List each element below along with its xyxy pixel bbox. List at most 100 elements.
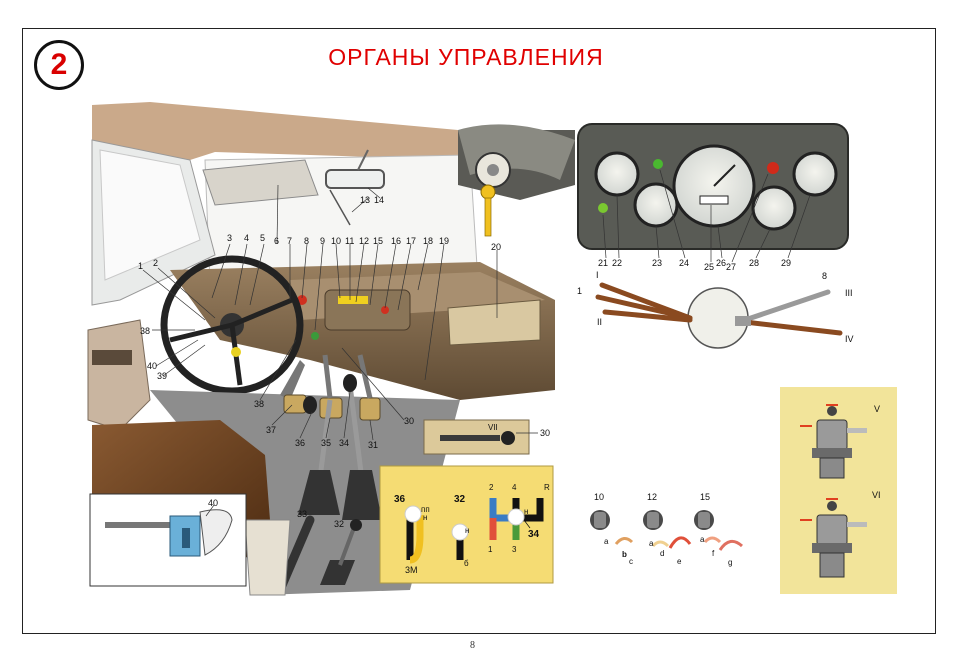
transfer-knob-34[interactable] [343,374,357,392]
ignition-key-icon[interactable] [231,347,241,357]
stalk-IV[interactable] [742,319,843,336]
stalk-label-I: I [596,270,599,280]
stalk-bracket [735,316,751,326]
callout-25: 25 [704,262,714,272]
callout-24: 24 [679,258,689,268]
indicator-red [767,162,779,174]
valve-VI [800,498,867,578]
gear-boot-right [342,470,382,520]
cabin-leader-lines [142,184,498,441]
door-handle[interactable] [92,350,132,365]
rocker-switches [590,510,744,551]
gear-knob-36[interactable] [303,396,317,414]
gear-label-n2: н [465,526,469,535]
callout-38-top: 38 [140,326,150,336]
glovebox [447,299,541,346]
lever-knob-32[interactable] [350,519,362,531]
stalk-8[interactable] [742,289,831,323]
valve-inset: V VI [780,387,897,594]
callout-3: 3 [227,233,232,243]
gear-label-n1: н [423,513,427,522]
inset-40-lever[interactable] [199,509,233,556]
page-number: 8 [470,640,475,651]
valve-label-V: V [874,404,880,414]
gear-label-3: 3 [512,545,517,554]
callout-9: 9 [320,236,325,246]
pedal-arm-37 [280,360,305,400]
choke-knob[interactable] [501,431,515,445]
switch-label-10: 10 [594,492,604,502]
gear-label-3m: 3М [405,565,418,575]
switch-label-12: 12 [647,492,657,502]
pedal-31[interactable] [359,397,381,421]
stalk-label-III: III [845,288,853,298]
callout-38-bottom: 38 [254,399,264,409]
seat-side [244,519,291,596]
key-blade [484,197,492,237]
callout-1: 1 [138,261,143,271]
callout-35: 35 [321,438,331,448]
switch-label-15: 15 [700,492,710,502]
switch-10[interactable] [590,510,634,545]
callout-40: 40 [147,361,157,371]
pedal-37[interactable] [283,394,307,414]
gear-label-pp: пп [421,505,430,514]
ignition-inset [458,124,575,237]
ignition-cylinder [487,164,499,176]
callout-37: 37 [266,425,276,435]
indicator-green-bottom [598,203,608,213]
choke-slot [440,435,500,441]
callout-26: 26 [716,258,726,268]
stalk-I[interactable] [599,282,693,321]
callout-13: 13 [360,195,370,205]
knob-36[interactable] [404,505,422,523]
cabin-callout-numbers: 1 2 3 4 5 6 7 8 9 10 11 12 15 16 17 18 1… [138,195,501,529]
callout-16: 16 [391,236,401,246]
indicator-green-top [653,159,663,169]
odometer [699,195,729,205]
wiper-blade [329,189,351,226]
steering-spoke-left [169,322,233,343]
gear-label-4: 4 [512,483,517,492]
knob-32[interactable] [451,523,469,541]
callout-2: 2 [153,258,158,268]
switch-12[interactable] [643,510,692,549]
gear-lever-36[interactable] [317,399,333,479]
gear-label-32: 32 [454,494,466,505]
cabin-roof [92,102,480,160]
door-panel [87,319,151,431]
stalk-II[interactable] [602,309,693,323]
callout-19: 19 [439,236,449,246]
gear-label-36: 36 [394,494,406,505]
gauge-temperature [751,185,797,231]
transfer-lever-34[interactable] [347,384,365,481]
callout-30: 30 [404,416,414,426]
callout-27: 27 [726,262,736,272]
speedometer-needle [713,164,736,187]
callout-8: 8 [304,236,309,246]
valve-V [800,404,867,479]
dash-green-lamp [311,332,319,340]
callout-21: 21 [598,258,608,268]
pedal-arm-35 [322,354,333,399]
cabin-illustration [87,102,555,596]
steering-wheel[interactable] [160,255,304,395]
callout-17: 17 [406,236,416,246]
key-bow-icon[interactable] [480,184,496,200]
inset-40-label: 40 [208,498,218,508]
switch-label-f: f [712,549,715,558]
callout-10: 10 [331,236,341,246]
knob-34[interactable] [507,508,525,526]
switch-15[interactable] [694,510,744,551]
dash-warning-lamp [381,306,389,314]
stalk-labels: 1 I II 8 III IV [577,270,854,344]
instrument-cluster [577,123,849,250]
choke-label-vii: VII [488,423,498,432]
switch-labels: 10 12 15 a b c a d e a f g [594,492,732,567]
chapter-number: 2 [50,48,68,81]
side-window-glass [99,149,201,281]
lever-32[interactable] [338,524,357,566]
switch-label-g: g [728,558,732,567]
switch-label-a3: a [700,535,705,544]
switch-label-d: d [660,549,664,558]
